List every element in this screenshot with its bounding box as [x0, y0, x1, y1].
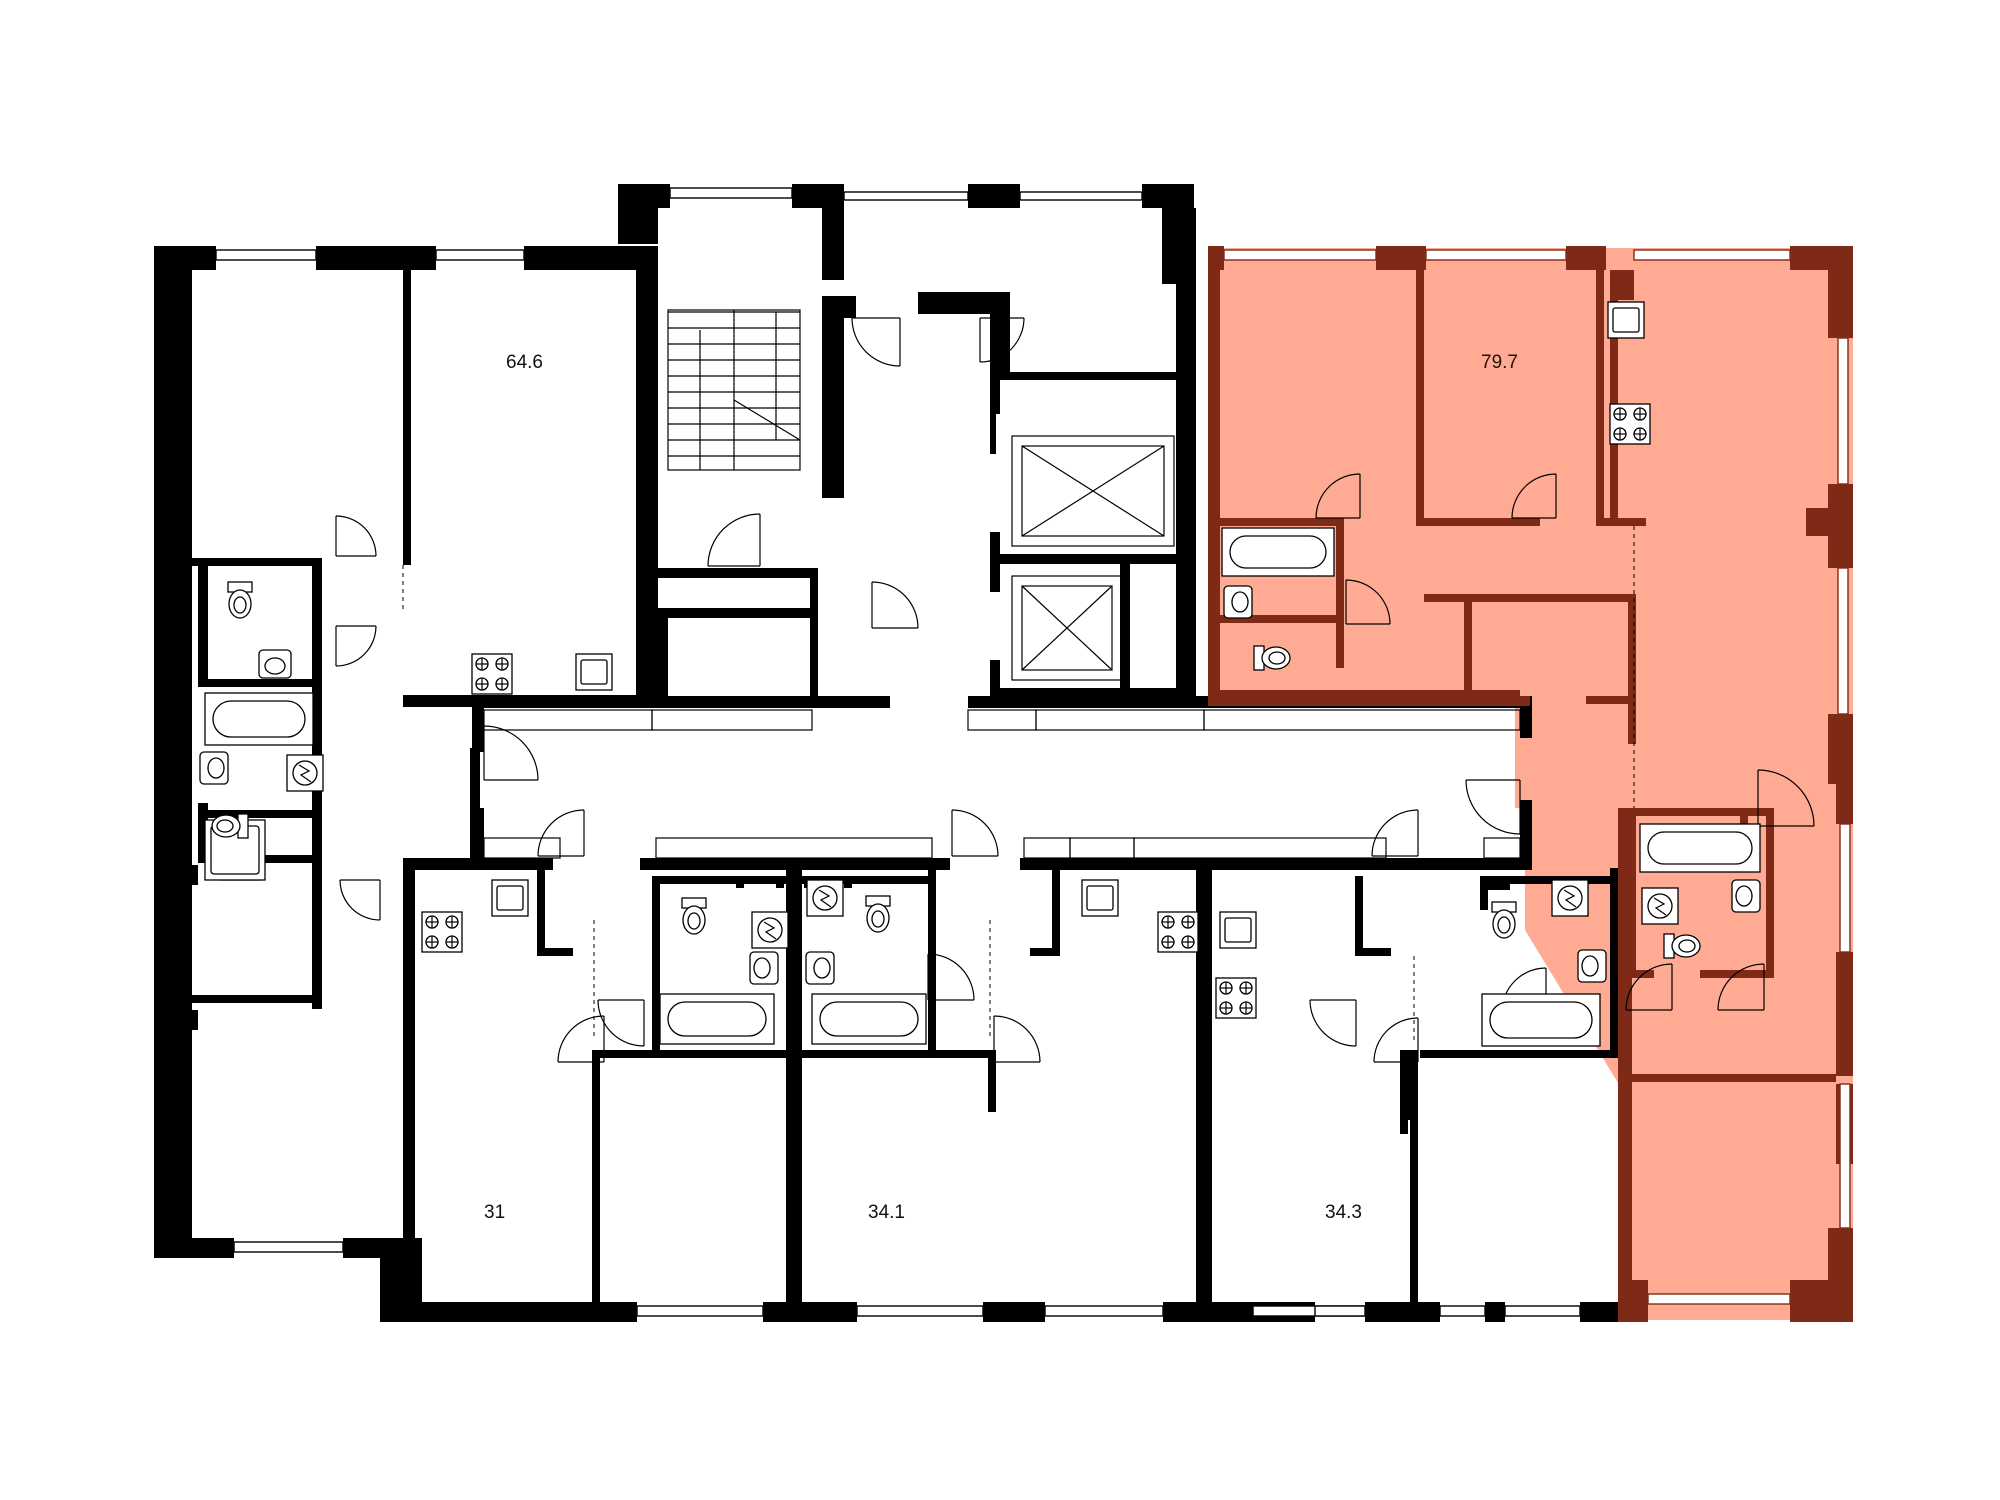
elevators — [1011, 435, 1175, 681]
toilet-icon — [227, 581, 253, 619]
stove-icon — [1609, 403, 1651, 445]
toilet-icon — [1253, 645, 1291, 671]
bathtub-icon — [1481, 993, 1601, 1047]
toilet-icon — [865, 895, 891, 933]
washing-machine-icon — [806, 879, 844, 917]
washing-machine-icon — [751, 911, 789, 949]
sink-icon — [491, 879, 529, 917]
bathtub-icon — [1639, 823, 1761, 873]
sink-icon — [575, 653, 613, 691]
walls-highlighted — [1208, 246, 1853, 1322]
washbasin-icon — [1223, 585, 1253, 619]
windows-highlighted — [1223, 249, 1851, 1305]
toilet-icon — [211, 813, 249, 839]
toilet-icon — [681, 897, 707, 935]
highlight-fill-corridor — [1520, 695, 1620, 855]
washbasin-icon — [1577, 949, 1607, 983]
dashed-openings — [402, 526, 1635, 1040]
windows-core — [669, 187, 1143, 201]
washing-machine-icon — [286, 754, 324, 792]
apartment-area-label-34-1[interactable]: 34.1 — [868, 1202, 905, 1223]
washing-machine-icon — [1551, 879, 1589, 917]
washbasin-icon — [1731, 879, 1761, 913]
washbasin-icon — [749, 951, 779, 985]
toilet-icon — [1491, 901, 1517, 939]
corridor-windows — [483, 709, 1521, 859]
bathtub-icon — [659, 993, 775, 1045]
stairwell — [667, 309, 801, 471]
washbasin-icon — [199, 751, 229, 785]
washbasin-icon — [258, 649, 292, 679]
windows-south — [636, 1305, 1581, 1317]
walls-core — [618, 184, 1196, 708]
apartment-area-label-64-6[interactable]: 64.6 — [506, 352, 543, 373]
sink-icon — [1219, 911, 1257, 949]
washbasin-icon — [805, 951, 835, 985]
apartment-area-label-34-3[interactable]: 34.3 — [1325, 1202, 1362, 1223]
windows-west — [215, 249, 569, 1317]
bathtub-icon — [811, 993, 927, 1045]
walls-south — [403, 858, 1618, 1322]
apartment-highlight-area[interactable] — [1210, 248, 1853, 1320]
stove-icon — [421, 911, 463, 953]
washing-machine-icon — [1641, 887, 1679, 925]
bathtub-icon — [204, 692, 314, 746]
sink-icon — [1607, 301, 1645, 339]
toilet-icon — [1663, 933, 1701, 959]
apartment-area-label-31[interactable]: 31 — [484, 1202, 505, 1223]
bathtub-icon — [1221, 527, 1335, 577]
stove-icon — [471, 653, 513, 695]
stove-icon — [1215, 977, 1257, 1019]
stove-icon — [1157, 911, 1199, 953]
stair-icon — [668, 311, 801, 470]
sink-icon — [1081, 879, 1119, 917]
apartment-area-label-79-7[interactable]: 79.7 — [1481, 352, 1518, 373]
fixtures — [199, 301, 1761, 1047]
